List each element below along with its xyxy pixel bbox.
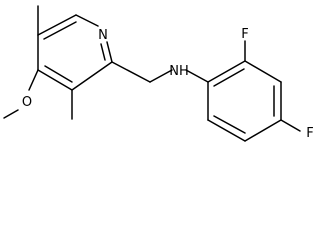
- bond-c3-c4: [37, 69, 73, 91]
- bond-c5-c6-aryl-double: [213, 115, 246, 134]
- bond-c1-c2-aryl: [207, 60, 246, 83]
- bond-nh-c1: [185, 69, 209, 83]
- bond-c5-c6-double: [43, 21, 77, 40]
- bond-c4-c5-aryl: [244, 119, 282, 142]
- structure-diagram: N NH O F F: [3, 5, 314, 142]
- bond-c1-c2-aryl-double: [213, 68, 245, 87]
- para-fluorine-label: F: [306, 126, 313, 141]
- bond-c2-ch2: [111, 61, 151, 83]
- amine-nh-label: NH: [169, 64, 189, 79]
- bond-c3-c4-double: [44, 65, 73, 83]
- bond-c6-n1: [75, 14, 99, 27]
- bond-o-methyl: [3, 109, 19, 119]
- bond-c5-c6-aryl: [207, 119, 246, 142]
- bond-n1-c2: [106, 41, 113, 63]
- bond-c4-o: [28, 69, 39, 91]
- pyridine-nitrogen-label: N: [98, 28, 108, 43]
- bonds: [3, 5, 301, 142]
- atom-labels: N NH O F F: [22, 27, 314, 141]
- ortho-fluorine-label: F: [241, 27, 248, 42]
- methoxy-oxygen-label: O: [22, 95, 32, 110]
- bond-c2-c3: [71, 61, 113, 91]
- bond-c6-c5: [37, 14, 77, 36]
- bond-c4-f: [280, 119, 301, 132]
- bond-n1-c2-double: [100, 43, 106, 61]
- bond-c2-c3-aryl: [244, 60, 282, 83]
- bond-ch2-nh: [149, 69, 173, 83]
